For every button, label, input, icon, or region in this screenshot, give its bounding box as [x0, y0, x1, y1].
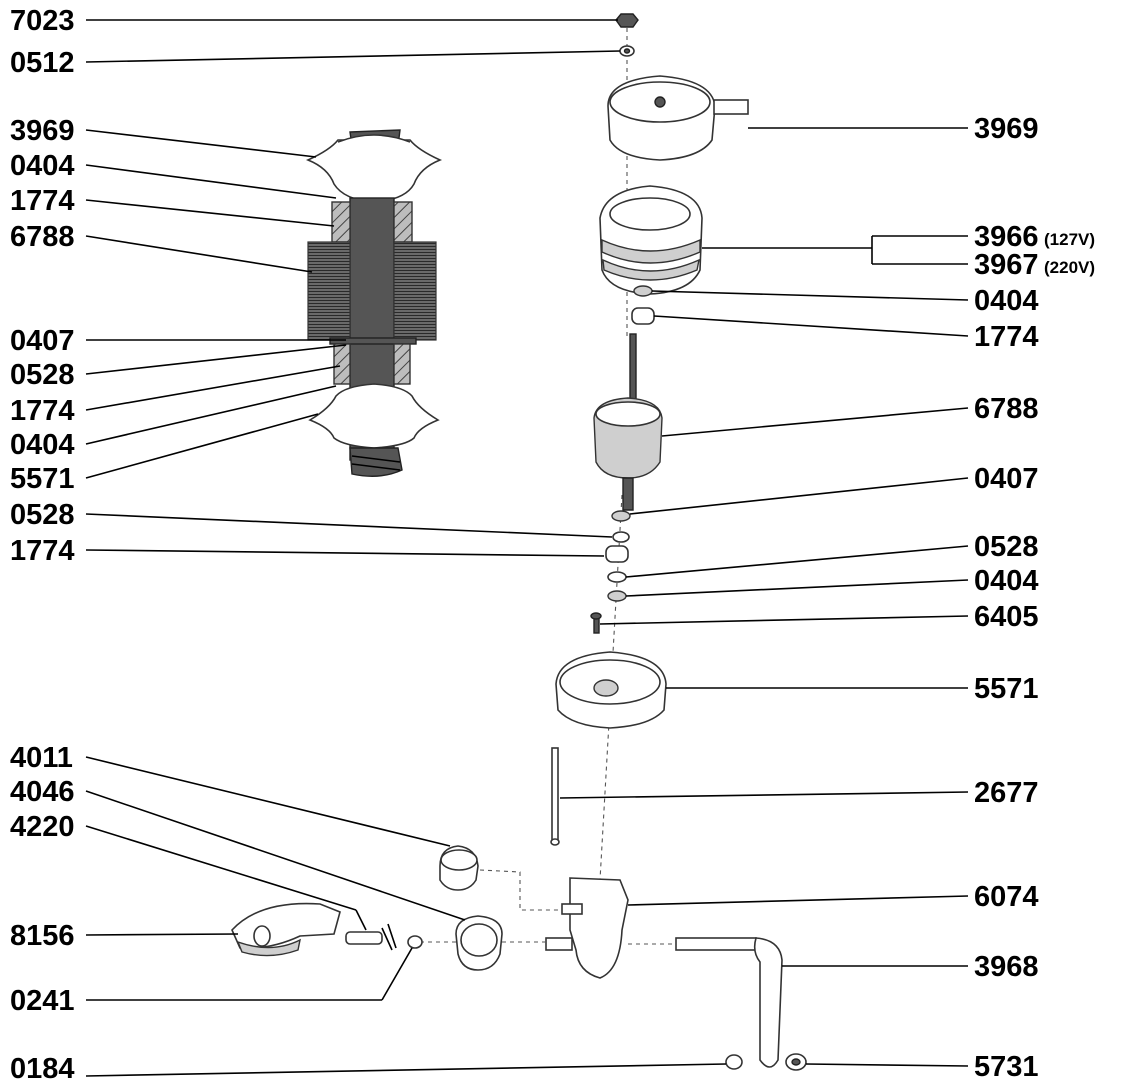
label-0404: 0404: [10, 150, 75, 182]
label-3969: 3969: [974, 113, 1039, 145]
label-3967: 3967: [974, 249, 1039, 281]
label-3966: 3966: [974, 221, 1039, 253]
label-0241: 0241: [10, 985, 75, 1017]
label-0184: 0184: [10, 1053, 75, 1081]
label-5571: 5571: [10, 463, 75, 495]
part-labels-left: 7023 0512 3969 0404 1774 6788 0407 0528 …: [10, 5, 75, 1081]
label-4046: 4046: [10, 776, 75, 808]
label-2677: 2677: [974, 777, 1039, 809]
label-0528: 0528: [10, 499, 75, 531]
label-6788: 6788: [10, 221, 75, 253]
label-0407: 0407: [974, 463, 1039, 495]
note-127v: (127V): [1044, 230, 1095, 249]
label-8156: 8156: [10, 920, 75, 952]
label-6788: 6788: [974, 393, 1039, 425]
label-0404: 0404: [10, 429, 75, 461]
label-4220: 4220: [10, 811, 75, 843]
label-0528: 0528: [10, 359, 75, 391]
label-1774: 1774: [10, 185, 75, 217]
label-0512: 0512: [10, 47, 75, 79]
label-0528: 0528: [974, 531, 1039, 563]
part-labels-right: 3969 3966 (127V) 3967 (220V) 0404 1774 6…: [974, 113, 1095, 1081]
leader-lines: [85, 19, 969, 1077]
label-1774: 1774: [10, 395, 75, 427]
label-0404: 0404: [974, 285, 1039, 317]
label-1774: 1774: [974, 321, 1039, 353]
label-5571: 5571: [974, 673, 1039, 705]
armature-section-drawing: [305, 129, 443, 477]
label-7023: 7023: [10, 5, 75, 37]
label-6405: 6405: [974, 601, 1039, 633]
label-3969: 3969: [10, 115, 75, 147]
exploded-parts-stack: [231, 13, 807, 1071]
label-0407: 0407: [10, 325, 75, 357]
label-4011: 4011: [10, 742, 73, 774]
label-3968: 3968: [974, 951, 1039, 983]
label-1774: 1774: [10, 535, 75, 567]
note-220v: (220V): [1044, 258, 1095, 277]
label-5731: 5731: [974, 1051, 1039, 1081]
label-0404: 0404: [974, 565, 1039, 597]
label-6074: 6074: [974, 881, 1039, 913]
